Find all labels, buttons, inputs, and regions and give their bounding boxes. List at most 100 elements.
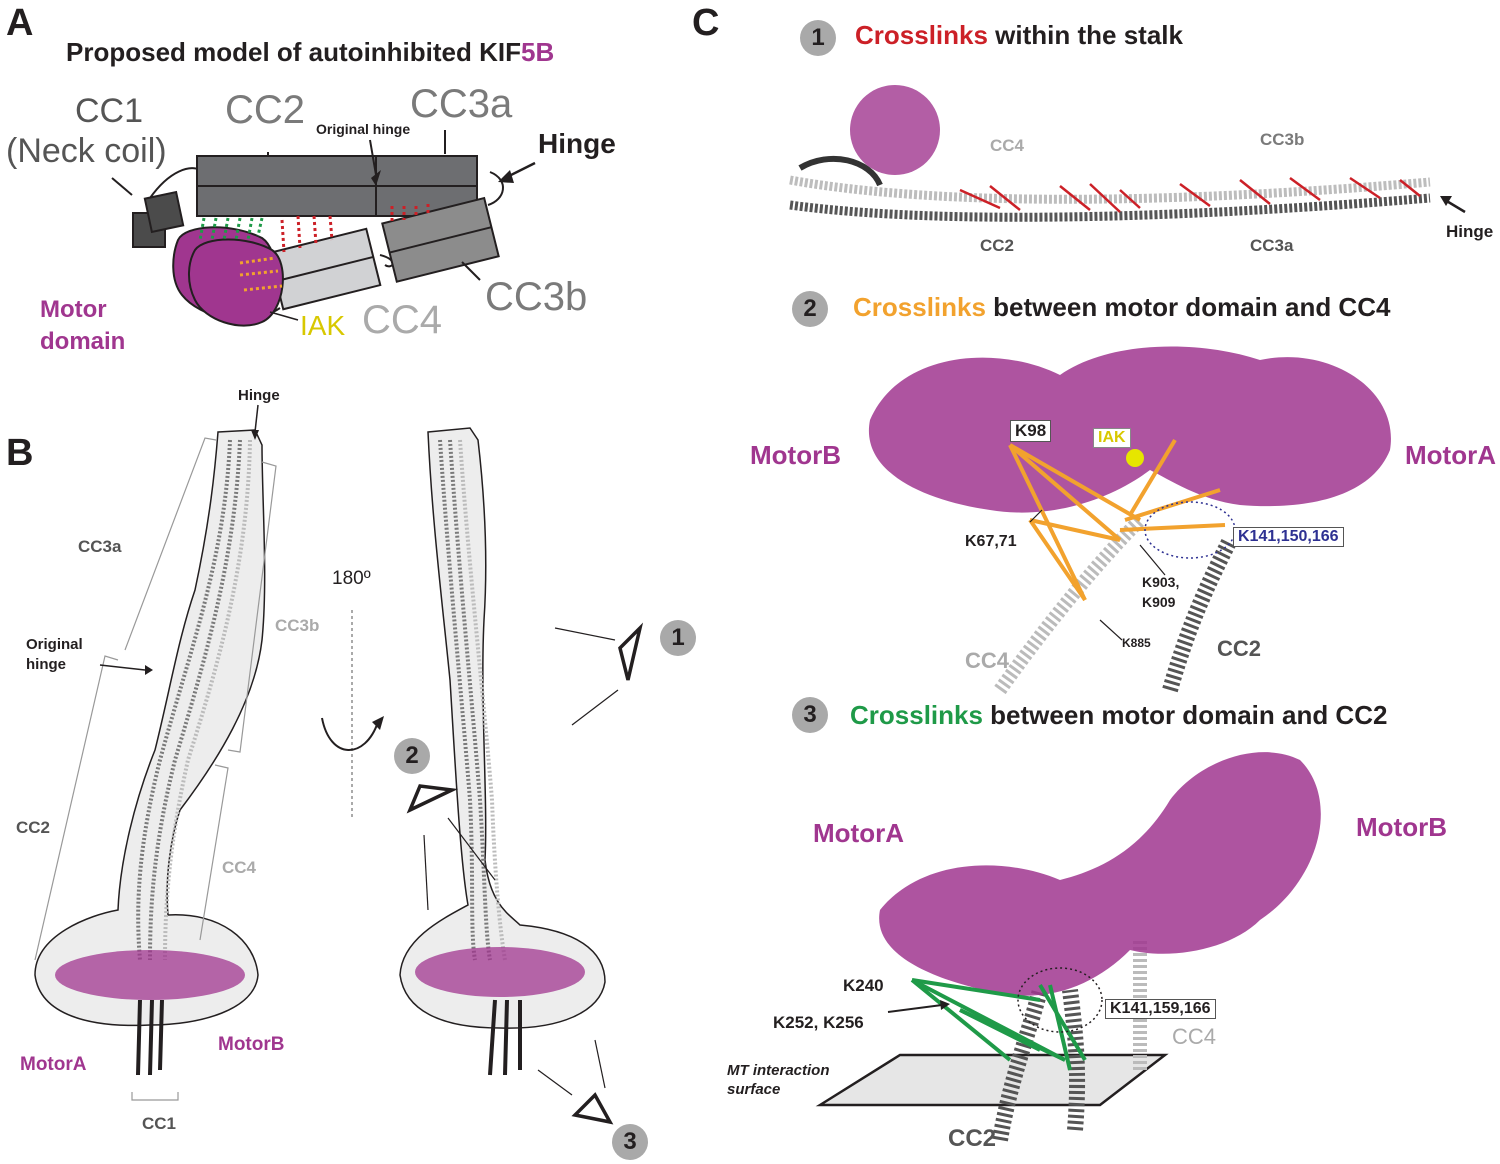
panel-a-letter: A	[6, 2, 34, 44]
k903-leader	[1139, 544, 1166, 576]
k252-arrow	[887, 1004, 943, 1013]
cc3b-divider	[389, 226, 492, 254]
eye-view-2-icon	[406, 784, 459, 814]
label-neck-coil: (Neck coil)	[6, 132, 167, 170]
label-cc3a: CC3a	[410, 82, 513, 126]
panel-a-schematic	[111, 130, 536, 327]
c1-label-cc2: CC2	[980, 236, 1015, 255]
original-hinge-arrowhead	[371, 170, 381, 186]
c1-motor-domain	[850, 85, 940, 175]
c2-label-k903: K903,	[1142, 574, 1180, 590]
c3-badge: 3	[792, 697, 828, 733]
c2-label-k885: K885	[1122, 636, 1151, 650]
original-hinge-arrow	[369, 139, 377, 176]
bracket-cc3a	[124, 437, 217, 651]
c2-label-k98: K98	[1010, 420, 1052, 442]
c2-label-iak: IAK	[1093, 428, 1131, 448]
bracket-cc4	[199, 764, 229, 941]
left-motor-domains	[55, 950, 245, 1000]
c3-label-motor-a: MotorA	[813, 818, 904, 848]
bracket-cc3b	[227, 461, 277, 753]
label-cc2: CC2	[225, 88, 306, 132]
c2-title: Crosslinks between motor domain and CC4	[853, 292, 1390, 323]
view-2-line-a	[423, 834, 429, 911]
hinge-loop-line	[487, 171, 504, 206]
mt-interaction-surface	[815, 1053, 1169, 1107]
c2-label-k67: K67,71	[965, 533, 1017, 550]
c1-label-hinge: Hinge	[1446, 222, 1494, 241]
c2-title-colored: Crosslinks	[853, 292, 986, 322]
c1-red-crosslinks	[959, 176, 1421, 213]
k67-leader	[1029, 509, 1043, 523]
c1-badge: 1	[800, 20, 836, 56]
cc1-square-2	[143, 190, 185, 234]
bracket-cc2	[34, 655, 119, 961]
right-density-envelope	[399, 427, 606, 1029]
c3-title-colored: Crosslinks	[850, 700, 983, 730]
b-label-hinge: Hinge	[238, 387, 280, 404]
panel-a-title-prefix: Proposed model of autoinhibited KIF	[66, 37, 521, 67]
c3-cc2-helix	[992, 988, 1048, 1142]
cc3b-leader	[461, 261, 481, 281]
c3-label-mt-line2: surface	[727, 1081, 781, 1098]
eye-view-1-icon	[618, 622, 644, 681]
b-label-cc2: CC2	[16, 818, 51, 837]
c2-label-motor-b: MotorB	[750, 440, 841, 470]
panel-b-right-map	[399, 427, 644, 1125]
b-label-cc3a: CC3a	[78, 537, 122, 556]
rotation-arrowhead	[372, 716, 384, 730]
orange-crosslinks	[239, 256, 283, 292]
c3-k141-region-outline	[1017, 967, 1103, 1033]
b-label-rotation: 180º	[332, 568, 371, 589]
right-helices	[438, 439, 507, 961]
label-cc1: CC1	[74, 92, 144, 130]
iak-leader	[269, 311, 299, 321]
view-3-line-b	[594, 1039, 606, 1089]
view-1-line-a	[554, 627, 616, 641]
k885-leader	[1099, 619, 1123, 641]
motor-domain-blob-2	[188, 238, 284, 327]
b-label-motor-b: MotorB	[218, 1034, 285, 1055]
panel-a-title: Proposed model of autoinhibited KIF5B	[66, 37, 554, 68]
right-motor-domains	[415, 947, 585, 997]
cc1-leader	[111, 177, 133, 196]
c1-label-cc3b: CC3b	[1260, 130, 1305, 149]
red-crosslinks	[280, 204, 430, 253]
c3-title-rest: between motor domain and CC2	[982, 700, 1388, 730]
label-cc4: CC4	[362, 298, 443, 342]
c2-badge: 2	[792, 291, 828, 327]
label-cc3b: CC3b	[485, 275, 588, 319]
rotation-indicator	[321, 610, 384, 820]
c2-orange-crosslinks	[1008, 438, 1226, 602]
cc2-cc3a-helix	[789, 193, 1431, 222]
label-hinge: Hinge	[538, 128, 616, 159]
c3-title: Crosslinks between motor domain and CC2	[850, 700, 1387, 731]
c3-label-k252: K252, K256	[773, 1013, 864, 1032]
panel-c1-stalk	[789, 85, 1466, 222]
b-label-cc4: CC4	[222, 858, 257, 877]
c2-cc2-helix	[1162, 536, 1238, 693]
b-label-motor-a: MotorA	[20, 1054, 87, 1075]
view-1-line-b	[571, 689, 619, 726]
right-cc1-helices	[488, 999, 522, 1076]
b-label-original: Original	[26, 636, 83, 653]
hinge-arrowhead-b	[251, 430, 259, 440]
cc4-cc3b-helix	[789, 175, 1431, 204]
neck-helix	[798, 155, 883, 187]
label-motor: Motor	[40, 296, 107, 323]
c2-label-motor-a: MotorA	[1405, 440, 1496, 470]
panel-c3-structure	[815, 752, 1321, 1142]
left-cc1-helices	[136, 999, 164, 1076]
bracket-cc1	[131, 1092, 179, 1101]
original-hinge-arrow-b	[99, 664, 146, 671]
c2-title-rest: between motor domain and CC4	[985, 292, 1391, 322]
c1-title-rest: within the stalk	[987, 20, 1183, 50]
c3-label-k240: K240	[843, 976, 884, 995]
hinge-arrowhead	[498, 170, 514, 183]
view-3-badge: 3	[612, 1124, 648, 1160]
c1-label-cc4: CC4	[990, 136, 1025, 155]
c2-label-k909: K909	[1142, 594, 1176, 610]
c3-label-cc2: CC2	[948, 1125, 997, 1152]
left-helices	[136, 439, 252, 961]
